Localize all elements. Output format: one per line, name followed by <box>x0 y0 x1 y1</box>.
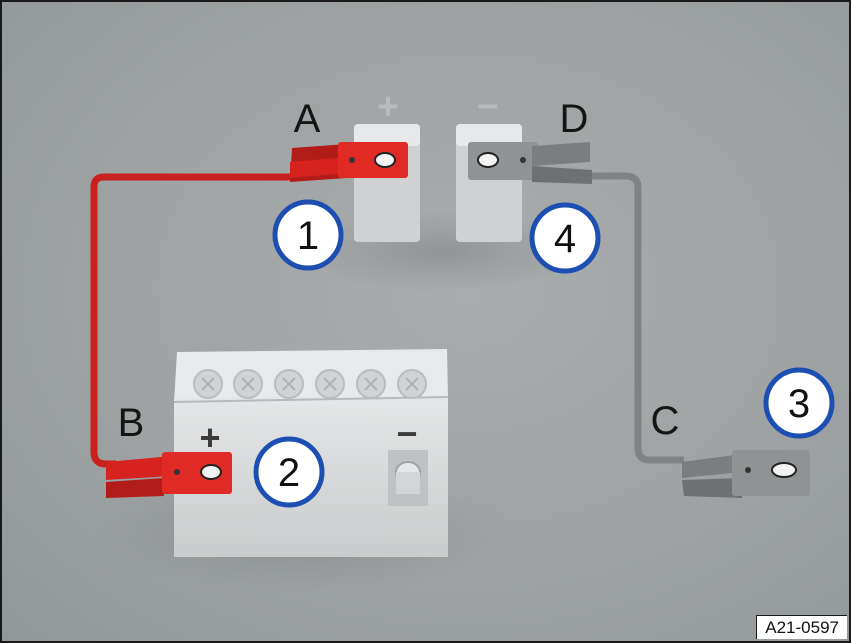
label-a: A <box>294 97 321 141</box>
terminal-post-icon <box>388 450 428 506</box>
battery-positive-sign: + <box>199 417 220 458</box>
callout-3: 3 <box>763 367 835 439</box>
jumper-clamp-icon <box>682 450 810 498</box>
label-c: C <box>651 399 680 443</box>
vent-cap-icon <box>233 369 263 399</box>
vent-cap-icon <box>356 369 386 399</box>
callout-2-number: 2 <box>278 451 300 495</box>
jumper-clamp-icon <box>106 452 232 498</box>
callout-2: 2 <box>253 436 325 508</box>
positive-cable <box>90 173 294 468</box>
callout-1: 1 <box>272 199 344 271</box>
callout-3-number: 3 <box>788 382 810 426</box>
vent-cap-icon <box>397 369 427 399</box>
callout-1-number: 1 <box>297 214 319 258</box>
jumper-clamp-icon <box>468 142 592 184</box>
vent-cap-icon <box>274 369 304 399</box>
vent-caps <box>193 369 427 399</box>
vent-cap-icon <box>193 369 223 399</box>
jumper-clamp-icon <box>290 142 408 182</box>
callout-4-number: 4 <box>554 217 576 261</box>
battery-negative-sign: − <box>396 413 417 454</box>
donor-positive-post <box>354 124 420 242</box>
donor-negative-sign: − <box>477 86 499 128</box>
callout-4: 4 <box>529 202 601 274</box>
donor-negative-post <box>456 124 522 242</box>
figure-reference-code: A21-0597 <box>756 615 847 639</box>
label-b: B <box>118 401 145 445</box>
donor-positive-sign: + <box>377 86 399 128</box>
negative-cable <box>588 172 684 464</box>
vent-cap-icon <box>315 369 345 399</box>
label-d: D <box>560 97 589 141</box>
